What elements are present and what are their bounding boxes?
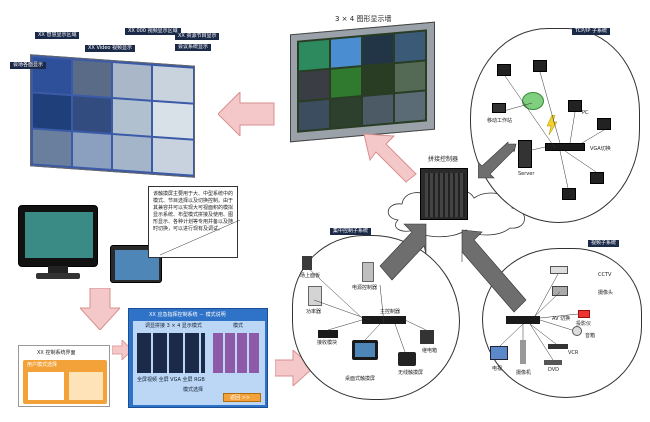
wall-tag-4: XX 资源节目显示 bbox=[175, 33, 220, 40]
panel-title: XX 应急指挥控制系统 － 模式说明 bbox=[149, 312, 226, 318]
panel-right-header: 模式 bbox=[233, 323, 244, 329]
arrow-right-pink-2 bbox=[275, 350, 313, 386]
small-screen: XX 控制系统界面 用户模式选择 bbox=[18, 345, 110, 407]
amp-label: 功率器 bbox=[306, 309, 322, 315]
power-controller-icon bbox=[362, 262, 374, 282]
workstation-label: 移动工作站 bbox=[487, 118, 513, 124]
handheld-label: 无线触摸屏 bbox=[398, 370, 424, 376]
pc-icon bbox=[533, 60, 547, 72]
arrow-up-pink bbox=[363, 133, 417, 183]
pc-icon bbox=[597, 118, 611, 130]
wall-tag-1: XX 智慧显示区域 bbox=[35, 32, 80, 39]
main-controller-icon bbox=[362, 316, 406, 324]
relay-box-label: 继电箱 bbox=[422, 348, 438, 354]
tv-icon bbox=[490, 346, 508, 360]
arrow-gray-central bbox=[379, 223, 427, 281]
small-screen-sub: 用户模式选择 bbox=[27, 362, 58, 368]
mode-grid-right bbox=[213, 333, 261, 373]
controller-device bbox=[420, 168, 468, 220]
pc-icon bbox=[497, 64, 511, 76]
power-controller-label: 电源控制器 bbox=[352, 285, 378, 291]
callout-text: 该触摸屏主要用于大、中型系统中的模式、节目选择以及切换控制。由于其兼容并可以实现… bbox=[153, 191, 234, 232]
small-screen-title: XX 控制系统界面 bbox=[37, 350, 76, 356]
pc-label: PC bbox=[582, 110, 589, 116]
av-matrix-label: AV 切换 bbox=[552, 316, 571, 322]
panel-bottom-left: 全屏视频 全屏 VGA 全屏 RGB bbox=[137, 377, 205, 383]
wall-tag-2: XX Video 视频显示 bbox=[85, 45, 136, 52]
light-panel-label: 场上面板 bbox=[300, 273, 321, 279]
dvd-icon bbox=[544, 360, 562, 365]
vcr-label: VCR bbox=[568, 350, 579, 356]
lightning-icon bbox=[546, 115, 558, 135]
tv-label: 电视 bbox=[492, 366, 503, 372]
page-title: 3 × 4 图形显示墙 bbox=[335, 15, 392, 23]
av-matrix-icon bbox=[506, 316, 540, 324]
desk-touch-icon bbox=[352, 340, 378, 360]
switch-icon bbox=[545, 143, 585, 151]
pc-icon bbox=[562, 188, 576, 200]
arrow-left-pink bbox=[218, 92, 275, 136]
vcr-icon bbox=[548, 344, 568, 349]
switch-label: VGA切换 bbox=[590, 146, 611, 152]
arrow-gray-tcp bbox=[478, 141, 517, 179]
projector-icon bbox=[578, 310, 590, 318]
camera-icon bbox=[552, 286, 568, 296]
central-group-tag: 集中控制子系统 bbox=[330, 228, 372, 235]
relay-box-icon bbox=[420, 330, 434, 344]
speaker-icon bbox=[572, 326, 582, 336]
video-group-tag: 视频子系统 bbox=[588, 240, 620, 247]
arrow-right-pink-1 bbox=[112, 340, 132, 360]
handheld-icon bbox=[398, 352, 416, 366]
arrow-gray-video bbox=[461, 229, 527, 313]
screen-icon bbox=[520, 340, 526, 364]
panel-bottom-mid: 模式选择 bbox=[183, 387, 204, 393]
wireless-module-icon bbox=[318, 330, 338, 338]
touch-monitor-base bbox=[36, 273, 80, 279]
workstation-icon bbox=[492, 103, 506, 113]
cctv-label: CCTV bbox=[598, 272, 612, 278]
pc-icon bbox=[590, 172, 604, 184]
projector-label: 投影仪 bbox=[576, 321, 592, 327]
controller-label: 拼接控制器 bbox=[428, 156, 459, 163]
cctv-camera-icon bbox=[550, 266, 568, 274]
desk-touch-label: 桌面式触摸屏 bbox=[345, 376, 376, 382]
wall-tag-5: 会议系统显示 bbox=[175, 44, 212, 51]
dvd-label: DVD bbox=[548, 367, 560, 373]
speaker-label: 音箱 bbox=[585, 333, 596, 339]
amp-icon bbox=[308, 286, 322, 306]
light-panel-icon bbox=[302, 256, 312, 270]
mode-panel: XX 应急指挥控制系统 － 模式说明 调显拼接 3 × 4 显示模式 模式 全屏… bbox=[128, 308, 268, 408]
touch-monitor-stand bbox=[48, 266, 68, 274]
server-label: Server bbox=[518, 171, 535, 177]
arrow-down-pink bbox=[80, 288, 120, 330]
wall-tag-3: XX 000 视频显示区域 bbox=[125, 28, 181, 35]
screen-label: 摄像机 bbox=[516, 370, 532, 376]
callout-box: 该触摸屏主要用于大、中型系统中的模式、节目选择以及切换控制。由于其兼容并可以实现… bbox=[148, 186, 238, 258]
pc-icon bbox=[568, 100, 582, 112]
tcp-group-tag: TCP/IP 子系统 bbox=[572, 28, 611, 35]
panel-left-header: 调显拼接 3 × 4 显示模式 bbox=[145, 323, 202, 329]
touch-monitor bbox=[18, 205, 98, 267]
mode-grid-left bbox=[137, 333, 205, 373]
wireless-module-label: 接收模块 bbox=[317, 340, 338, 346]
camera-label: 摄像头 bbox=[598, 290, 614, 296]
panel-return-button[interactable]: 返回 >> bbox=[223, 393, 261, 402]
server-icon bbox=[518, 140, 532, 168]
main-controller-label: 主控制器 bbox=[380, 309, 401, 315]
wall-left-tag: 会场各面显示 bbox=[10, 62, 47, 69]
